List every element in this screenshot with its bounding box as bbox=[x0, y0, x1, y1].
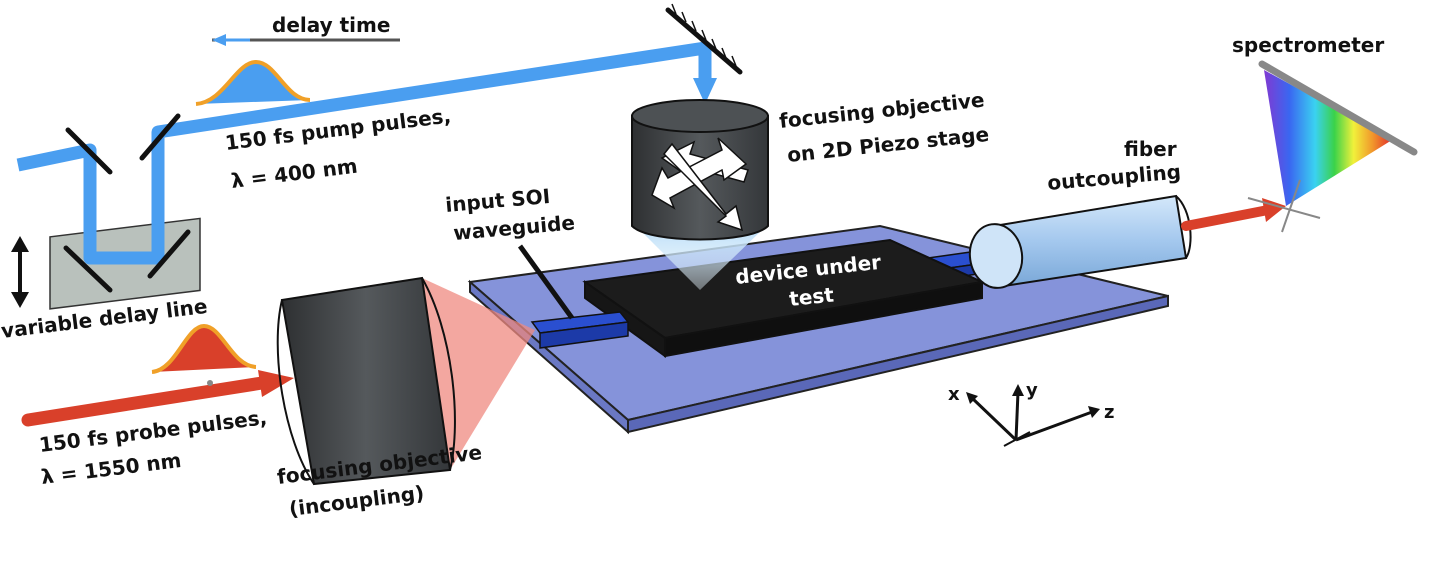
pump-pulse-icon bbox=[195, 59, 311, 106]
probe-beam bbox=[21, 370, 294, 427]
mirror-icon bbox=[63, 7, 743, 293]
pump-beam bbox=[16, 41, 712, 265]
output-beam bbox=[1181, 198, 1286, 231]
probe-pulse-icon bbox=[151, 323, 257, 386]
delay-time-arrow bbox=[212, 34, 400, 46]
fiber-label-line2: outcoupling bbox=[1046, 159, 1182, 195]
waveguide-pointer bbox=[517, 244, 575, 320]
axes-icon bbox=[966, 384, 1100, 447]
piezo-arrows-icon bbox=[651, 137, 749, 232]
pump-label-line2: λ = 400 nm bbox=[230, 154, 359, 193]
device-under-test bbox=[582, 238, 986, 358]
pump-focus-cone bbox=[640, 230, 762, 290]
axis-y-label: y bbox=[1026, 380, 1038, 401]
device-label-line2: test bbox=[788, 282, 835, 311]
obj-in-label-line2: (incoupling) bbox=[288, 481, 426, 521]
waveguide-label-line1: input SOI bbox=[444, 184, 551, 217]
axis-z-label: z bbox=[1104, 402, 1114, 423]
pump-arrow-down bbox=[693, 78, 717, 104]
spectrometer-label: spectrometer bbox=[1232, 33, 1384, 57]
fiber-label-line1: fiber bbox=[1124, 137, 1177, 161]
axis-x-label: x bbox=[948, 384, 960, 405]
waveguide-label-line2: waveguide bbox=[452, 210, 576, 245]
objective-incoupling-icon bbox=[276, 276, 456, 486]
mirror-hatch bbox=[671, 3, 737, 67]
probe-focus-cone bbox=[422, 278, 535, 470]
delay-double-arrow-icon bbox=[11, 236, 29, 308]
spectrometer-prism-icon bbox=[1247, 60, 1418, 233]
fiber-cylinder-icon bbox=[968, 194, 1192, 289]
delay-time-label: delay time bbox=[272, 13, 390, 37]
input-waveguide bbox=[530, 311, 630, 349]
